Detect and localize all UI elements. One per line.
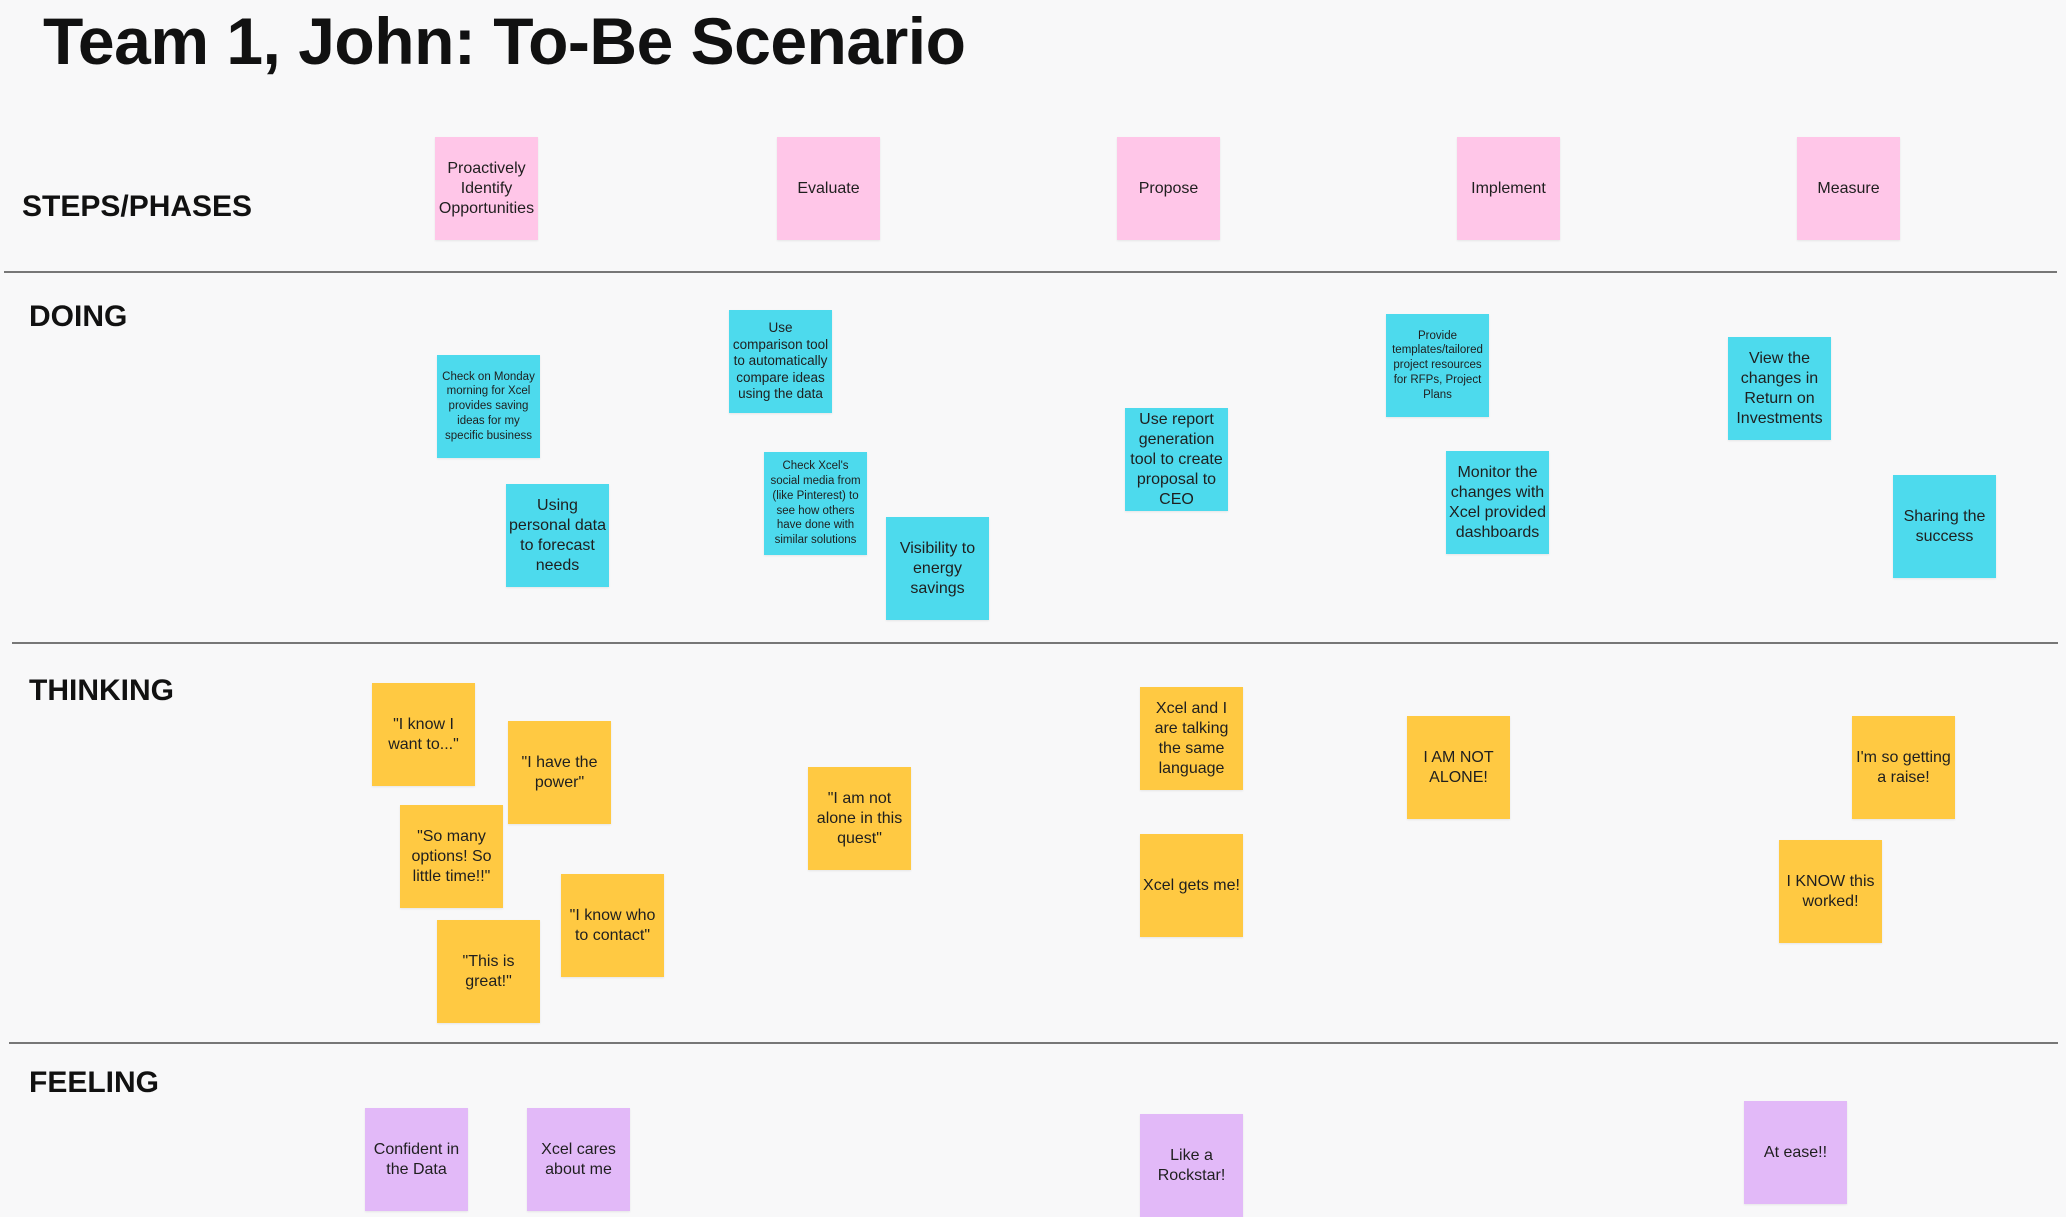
thinking-note[interactable]: I KNOW this worked! <box>1779 840 1882 943</box>
row-divider <box>9 1042 2058 1044</box>
doing-note[interactable]: Check on Monday morning for Xcel provide… <box>437 355 540 458</box>
doing-note[interactable]: Monitor the changes with Xcel provided d… <box>1446 451 1549 554</box>
doing-note[interactable]: View the changes in Return on Investment… <box>1728 337 1831 440</box>
phase-note-measure[interactable]: Measure <box>1797 137 1900 240</box>
feeling-note[interactable]: Like a Rockstar! <box>1140 1114 1243 1217</box>
doing-note[interactable]: Use comparison tool to automatically com… <box>729 310 832 413</box>
doing-note[interactable]: Using personal data to forecast needs <box>506 484 609 587</box>
board-title: Team 1, John: To-Be Scenario <box>43 4 966 78</box>
row-label-doing: DOING <box>29 300 128 333</box>
row-divider <box>12 642 2058 644</box>
feeling-note[interactable]: Confident in the Data <box>365 1108 468 1211</box>
phase-note-identify[interactable]: Proactively Identify Opportunities <box>435 137 538 240</box>
thinking-note[interactable]: I AM NOT ALONE! <box>1407 716 1510 819</box>
thinking-note[interactable]: "I am not alone in this quest" <box>808 767 911 870</box>
thinking-note[interactable]: "So many options! So little time!!" <box>400 805 503 908</box>
doing-note[interactable]: Check Xcel's social media from (like Pin… <box>764 452 867 555</box>
doing-note[interactable]: Visibility to energy savings <box>886 517 989 620</box>
row-label-feeling: FEELING <box>29 1066 160 1099</box>
doing-note[interactable]: Use report generation tool to create pro… <box>1125 408 1228 511</box>
feeling-note[interactable]: At ease!! <box>1744 1101 1847 1204</box>
thinking-note[interactable]: "I have the power" <box>508 721 611 824</box>
thinking-note[interactable]: Xcel gets me! <box>1140 834 1243 937</box>
phase-note-implement[interactable]: Implement <box>1457 137 1560 240</box>
row-divider <box>4 271 2057 273</box>
row-label-thinking: THINKING <box>29 674 174 707</box>
doing-note[interactable]: Provide templates/tailored project resou… <box>1386 314 1489 417</box>
thinking-note[interactable]: I'm so getting a raise! <box>1852 716 1955 819</box>
row-label-steps: STEPS/PHASES <box>22 190 253 223</box>
thinking-note[interactable]: "I know who to contact" <box>561 874 664 977</box>
doing-note[interactable]: Sharing the success <box>1893 475 1996 578</box>
thinking-note[interactable]: Xcel and I are talking the same language <box>1140 687 1243 790</box>
thinking-note[interactable]: "I know I want to..." <box>372 683 475 786</box>
phase-note-propose[interactable]: Propose <box>1117 137 1220 240</box>
phase-note-evaluate[interactable]: Evaluate <box>777 137 880 240</box>
thinking-note[interactable]: "This is great!" <box>437 920 540 1023</box>
feeling-note[interactable]: Xcel cares about me <box>527 1108 630 1211</box>
